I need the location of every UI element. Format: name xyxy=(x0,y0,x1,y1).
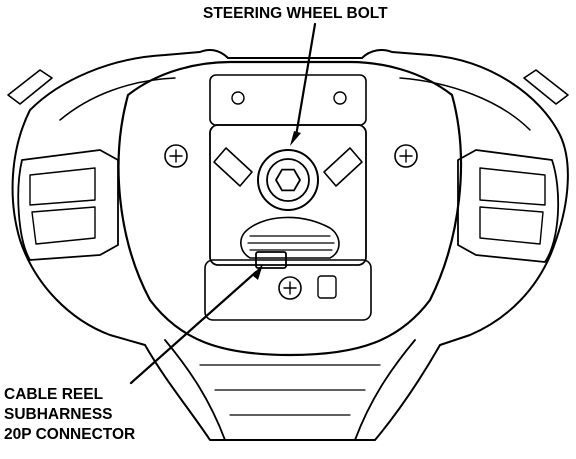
left-switch-button-upper xyxy=(29,167,96,206)
left-airbag-connector xyxy=(213,147,253,187)
lower-mount-screw-star xyxy=(283,281,297,295)
steering-wheel-bolt-head xyxy=(275,168,301,192)
connector-label-line-1: CABLE REEL xyxy=(4,386,104,403)
connector-label-line-2: SUBHARNESS xyxy=(4,406,113,423)
harness-wires xyxy=(247,235,335,251)
wheel-rim xyxy=(11,49,569,441)
bracket-hole-upper-right xyxy=(333,91,347,105)
hub-opening xyxy=(117,60,463,357)
lower-spoke xyxy=(164,339,416,441)
left-switch-panel xyxy=(17,149,119,261)
connector-leader-arrowhead xyxy=(252,264,263,280)
bolt-leader-line xyxy=(294,22,317,138)
right-switch-panel xyxy=(457,149,560,263)
central-bracket xyxy=(209,124,367,266)
right-mount-screw-star xyxy=(399,149,413,163)
right-mount-screw xyxy=(394,144,418,168)
left-mount-screw-star xyxy=(169,149,183,163)
right-switch-button-lower xyxy=(479,206,544,245)
steering-wheel-bolt-washer xyxy=(257,149,319,211)
left-switch-button-lower xyxy=(31,206,96,245)
bracket-hole-upper-left xyxy=(231,91,245,105)
harness-bundle xyxy=(240,216,340,259)
right-switch-button-upper xyxy=(479,167,546,206)
left-accent-bar xyxy=(7,69,53,105)
lower-mount-screw xyxy=(278,276,302,300)
lower-right-tab xyxy=(317,275,337,299)
lower-bracket xyxy=(204,259,372,321)
steering-wheel-bolt-label: STEERING WHEEL BOLT xyxy=(203,5,388,22)
cable-reel-connector-label: CABLE REEL SUBHARNESS 20P CONNECTOR xyxy=(4,385,135,445)
bolt-leader-arrowhead xyxy=(290,131,301,146)
subharness-20p-connector xyxy=(255,251,287,269)
right-airbag-connector xyxy=(323,147,363,187)
connector-leader-line xyxy=(129,270,258,385)
lower-spoke-trim xyxy=(199,364,381,416)
connector-label-line-3: 20P CONNECTOR xyxy=(4,426,136,443)
left-mount-screw xyxy=(164,144,188,168)
steering-wheel-bolt-flange xyxy=(266,158,310,202)
right-accent-bar xyxy=(523,69,569,105)
rim-inner-edge xyxy=(59,77,531,131)
upper-bracket xyxy=(209,74,367,126)
